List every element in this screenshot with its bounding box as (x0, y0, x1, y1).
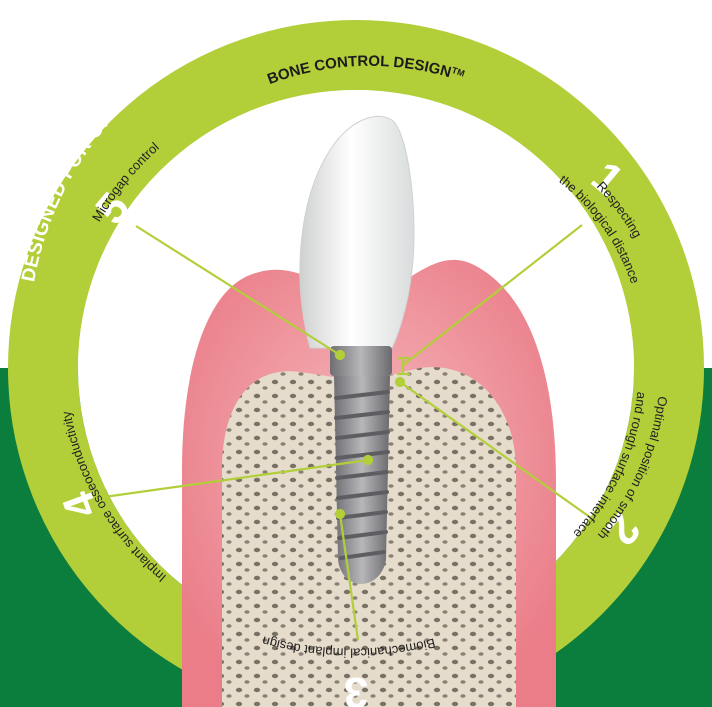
feature-number-3: 3 (344, 668, 368, 707)
leader-dot-3 (336, 510, 344, 518)
leader-dot-4 (364, 456, 372, 464)
leader-dot-5 (336, 351, 344, 359)
